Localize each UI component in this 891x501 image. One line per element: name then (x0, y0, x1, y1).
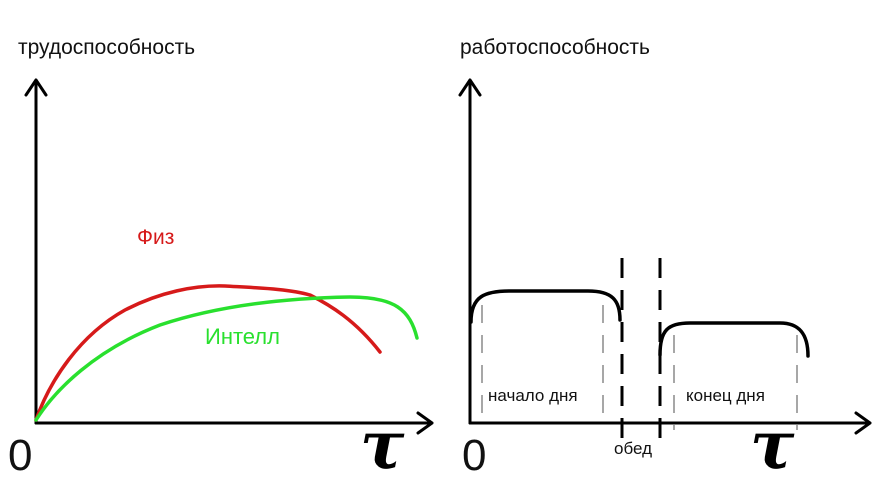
intellectual-curve (34, 295, 419, 422)
left-panel: трудоспособность 0 τ Физ Интелл (8, 36, 434, 484)
physical-curve (34, 284, 382, 422)
left-y-axis-label: трудоспособность (18, 36, 195, 59)
right-x-axis (468, 411, 872, 435)
right-x-axis-label: τ (750, 406, 795, 484)
morning-curve (469, 289, 622, 324)
interval-label-evening: конец дня (686, 386, 765, 405)
right-origin-label: 0 (462, 431, 486, 480)
right-y-axis-label: работоспособность (460, 36, 650, 59)
left-y-axis (24, 78, 48, 425)
left-origin-label: 0 (8, 431, 32, 480)
right-panel: работоспособность 0 τ начало дня обед ко… (458, 36, 872, 484)
interval-label-morning: начало дня (488, 386, 578, 405)
interval-label-lunch: обед (614, 439, 652, 458)
series-label-physical: Физ (137, 226, 174, 249)
afternoon-curve (658, 321, 810, 358)
series-label-intellectual: Интелл (205, 324, 280, 349)
left-x-axis-label: τ (360, 406, 405, 484)
left-x-axis (34, 411, 434, 435)
right-y-axis (458, 78, 482, 425)
